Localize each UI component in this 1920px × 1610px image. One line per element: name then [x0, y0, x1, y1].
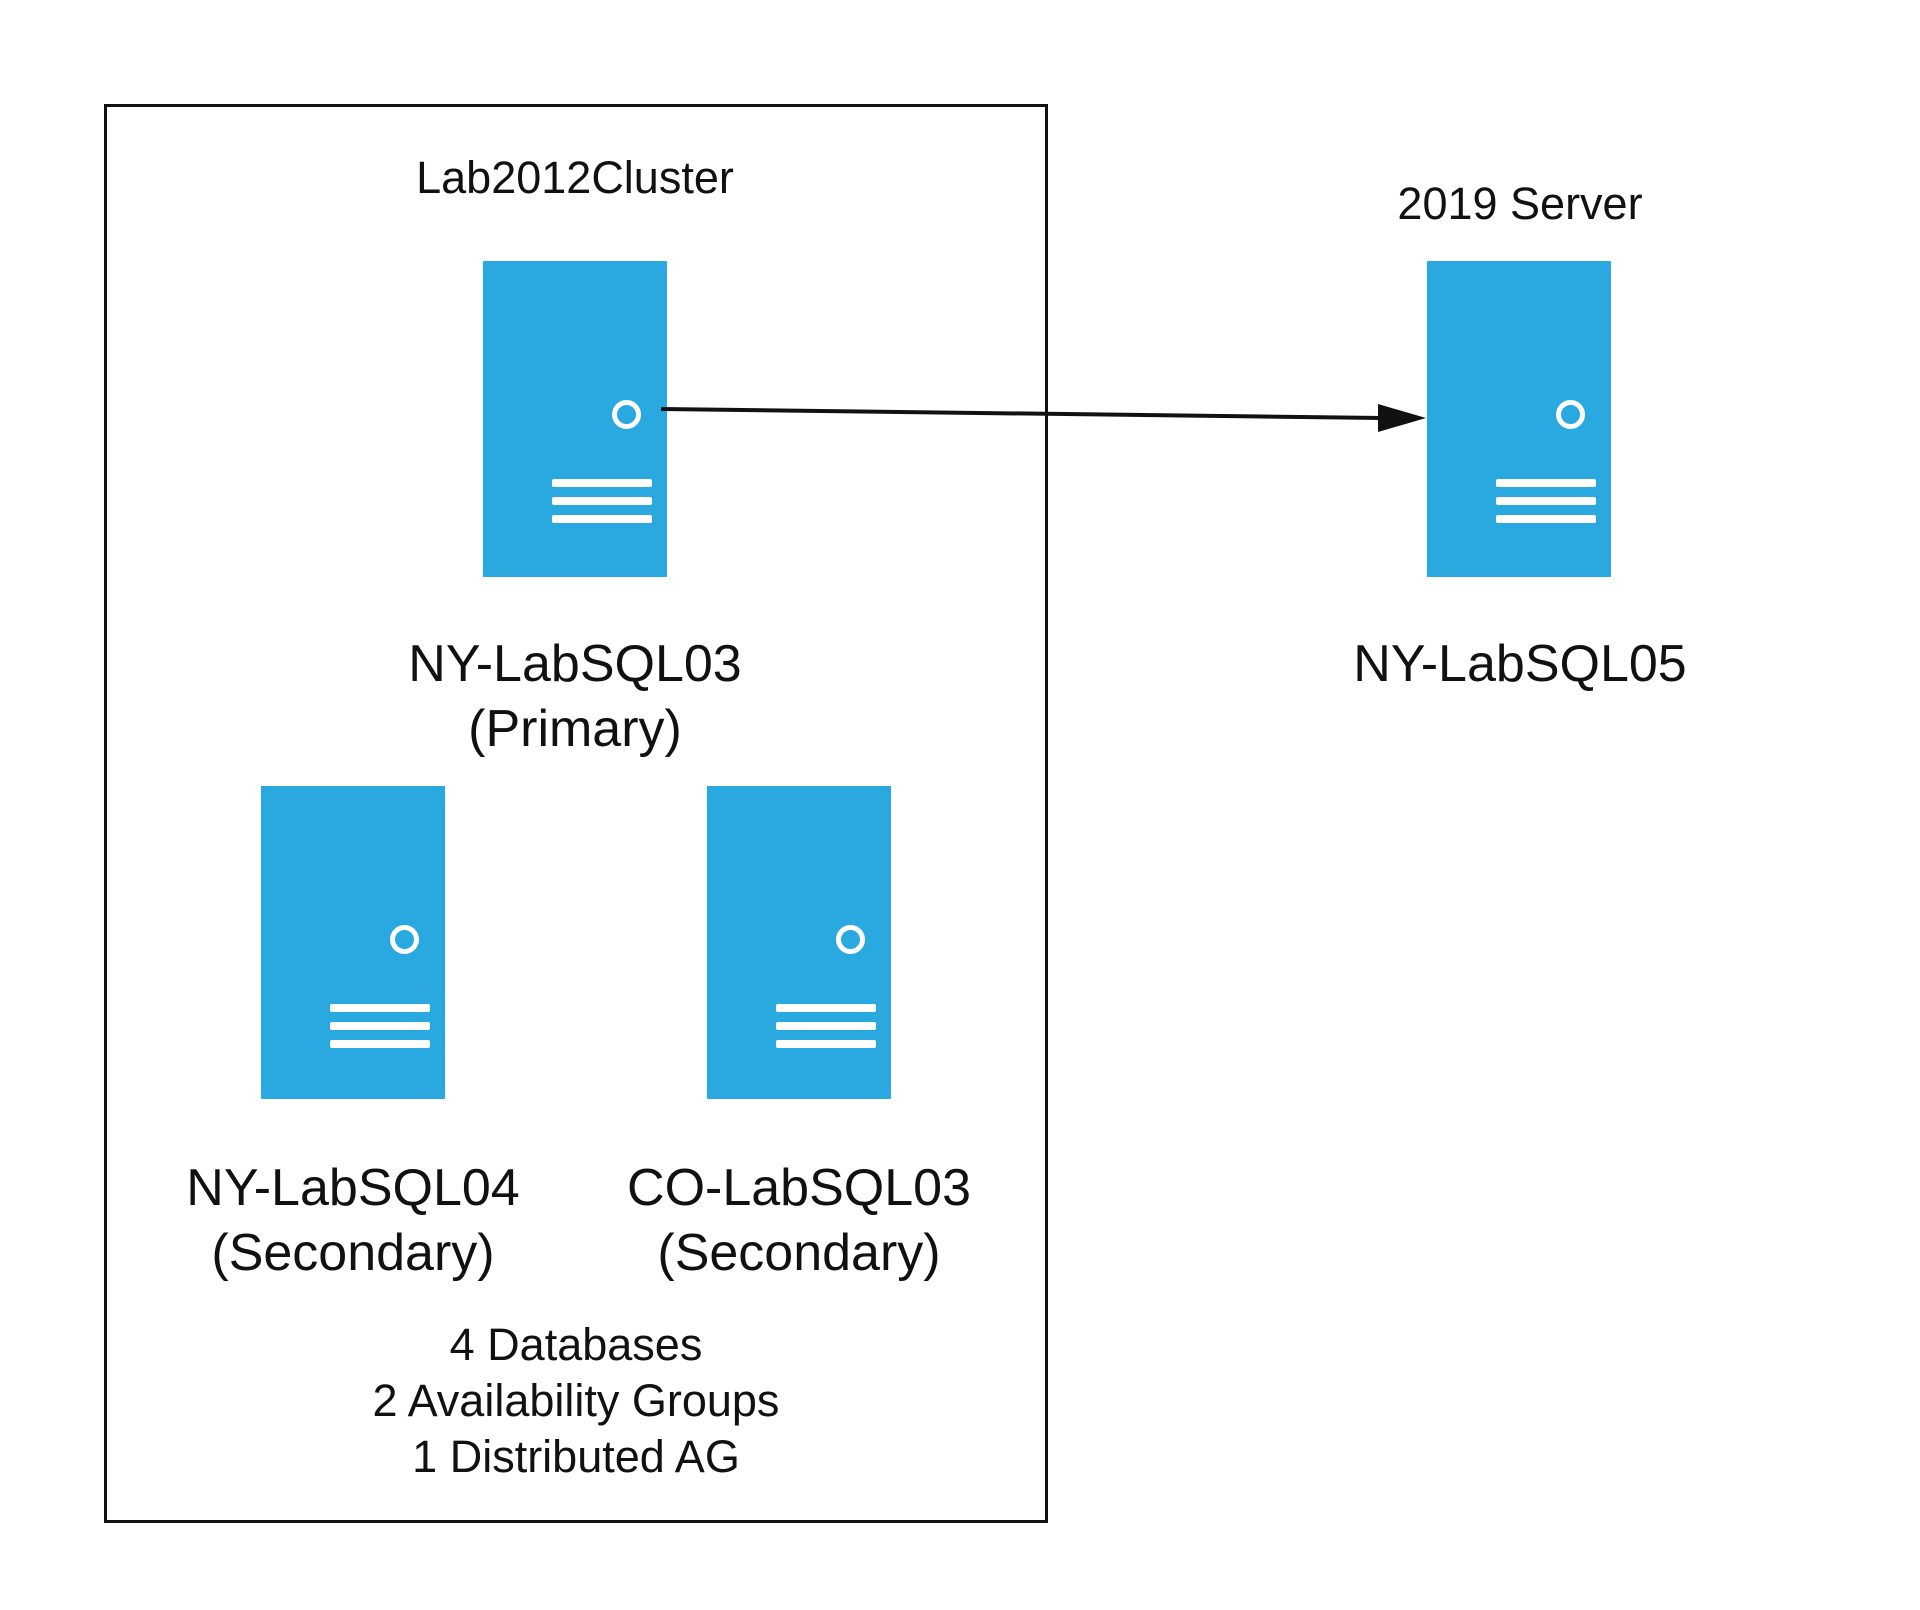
server-role: (Primary) — [468, 700, 682, 758]
arrow-right-icon — [1378, 404, 1426, 432]
server-name: CO-LabSQL03 — [627, 1159, 971, 1217]
drive-slot — [330, 1040, 430, 1048]
drive-slot — [552, 515, 652, 523]
drive-slot — [776, 1040, 876, 1048]
primary-server-label: NY-LabSQL03 (Primary) — [370, 632, 780, 762]
drive-slot — [1496, 479, 1596, 487]
cluster-summary: 4 Databases 2 Availability Groups 1 Dist… — [326, 1317, 826, 1485]
drive-slot — [330, 1004, 430, 1012]
summary-databases: 4 Databases — [449, 1319, 703, 1370]
secondary-ny-server-label: NY-LabSQL04 (Secondary) — [153, 1156, 553, 1286]
drive-slot — [552, 479, 652, 487]
summary-availability-groups: 2 Availability Groups — [372, 1375, 780, 1426]
drive-slot — [552, 497, 652, 505]
power-indicator-icon — [612, 400, 641, 429]
target-server-label: NY-LabSQL05 — [1330, 632, 1710, 697]
server-role: (Secondary) — [211, 1224, 495, 1282]
server-name: NY-LabSQL04 — [186, 1159, 520, 1217]
server-name: NY-LabSQL05 — [1353, 635, 1687, 693]
cluster-title: Lab2012Cluster — [416, 152, 734, 203]
power-indicator-icon — [1556, 400, 1585, 429]
target-server-title: 2019 Server — [1397, 178, 1643, 229]
drive-slot — [330, 1022, 430, 1030]
primary-server-icon — [483, 261, 667, 577]
secondary-ny-server-icon — [261, 786, 445, 1099]
secondary-co-server-icon — [707, 786, 891, 1099]
power-indicator-icon — [390, 925, 419, 954]
server-name: NY-LabSQL03 — [408, 635, 742, 693]
target-server-icon — [1427, 261, 1611, 577]
summary-distributed-ag: 1 Distributed AG — [412, 1431, 740, 1482]
drive-slot — [776, 1004, 876, 1012]
drive-slot — [1496, 497, 1596, 505]
cluster-boundary — [104, 104, 1048, 1523]
power-indicator-icon — [836, 925, 865, 954]
server-role: (Secondary) — [657, 1224, 941, 1282]
secondary-co-server-label: CO-LabSQL03 (Secondary) — [599, 1156, 999, 1286]
drive-slot — [776, 1022, 876, 1030]
drive-slot — [1496, 515, 1596, 523]
